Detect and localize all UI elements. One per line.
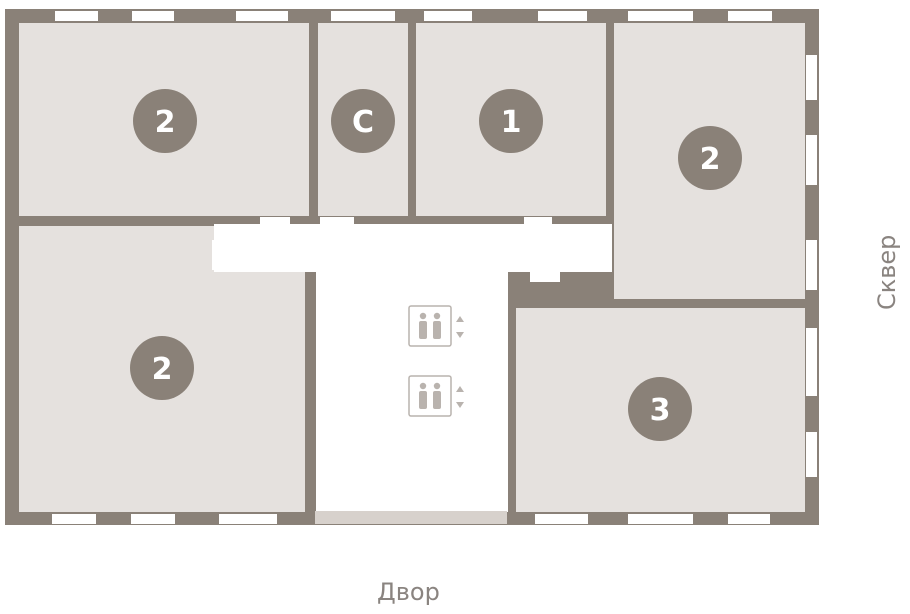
svg-text:2: 2 bbox=[700, 142, 721, 177]
room-badge-bottom-left[interactable]: 2 bbox=[130, 336, 194, 400]
courtyard-label: Двор bbox=[377, 578, 440, 606]
room-badge-top-center[interactable]: 1 bbox=[479, 89, 543, 153]
svg-text:2: 2 bbox=[155, 105, 176, 140]
room-badge-storage[interactable]: С bbox=[331, 89, 395, 153]
svg-text:С: С bbox=[352, 105, 374, 140]
entrance-threshold bbox=[315, 511, 507, 524]
room-badge-top-right[interactable]: 2 bbox=[678, 126, 742, 190]
windows-top bbox=[55, 11, 772, 21]
elevator-icon bbox=[408, 375, 452, 417]
windows-right bbox=[806, 55, 817, 477]
up-down-arrows-icon bbox=[456, 316, 464, 338]
svg-text:3: 3 bbox=[650, 393, 671, 428]
up-down-arrows-icon bbox=[456, 386, 464, 408]
svg-text:1: 1 bbox=[501, 105, 522, 140]
svg-text:2: 2 bbox=[152, 352, 173, 387]
room-badge-bottom-right[interactable]: 3 bbox=[628, 377, 692, 441]
elevator-icon bbox=[408, 305, 452, 347]
room-badge-top-left[interactable]: 2 bbox=[133, 89, 197, 153]
windows-bottom bbox=[52, 514, 770, 524]
square-label: Сквер bbox=[873, 234, 901, 310]
corridor bbox=[212, 217, 612, 512]
